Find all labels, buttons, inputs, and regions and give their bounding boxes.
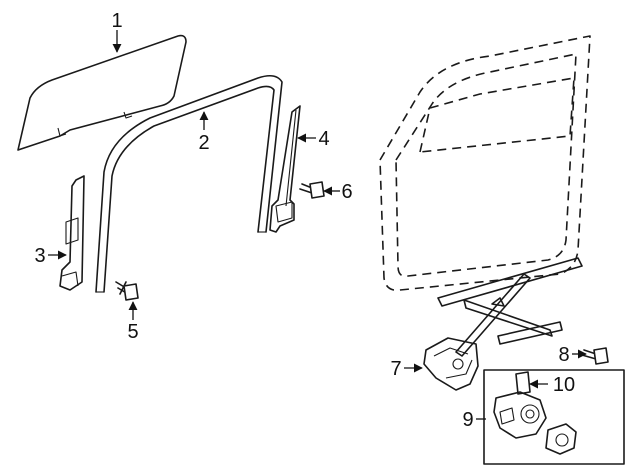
callout-1: 1 xyxy=(111,10,122,32)
callout-9: 9 xyxy=(462,409,473,431)
door-glass xyxy=(17,34,187,151)
regulator-motor xyxy=(493,371,577,455)
bolt-6 xyxy=(299,181,325,199)
callout-3: 3 xyxy=(34,245,45,267)
callout-labels: 1 2 3 4 5 6 7 8 9 10 xyxy=(34,10,575,431)
callout-6: 6 xyxy=(341,181,352,203)
callout-2: 2 xyxy=(198,132,209,154)
glass-run-channel xyxy=(95,74,283,293)
motor-assembly-box xyxy=(483,369,625,465)
callout-5: 5 xyxy=(127,321,138,343)
callout-8: 8 xyxy=(558,344,569,366)
callout-4: 4 xyxy=(318,128,329,150)
callout-7: 7 xyxy=(390,358,401,380)
callout-10: 10 xyxy=(553,374,575,396)
front-lower-channel xyxy=(59,175,85,291)
door-outline xyxy=(379,35,591,292)
rear-lower-channel xyxy=(269,105,301,233)
bolt-5 xyxy=(115,281,139,301)
leader-lines xyxy=(48,30,587,420)
window-regulator xyxy=(423,257,583,391)
bolt-8 xyxy=(581,347,609,365)
